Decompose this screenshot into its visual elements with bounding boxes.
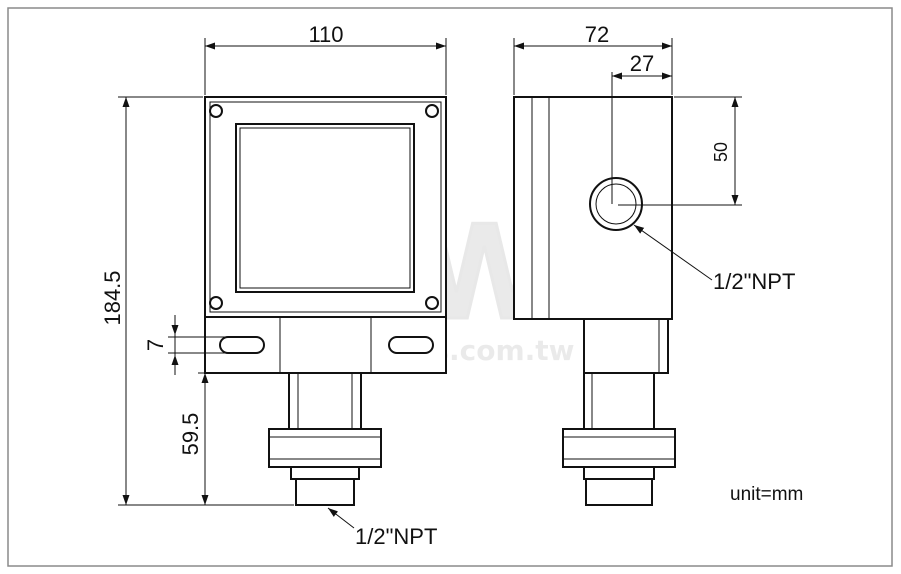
side-stem — [583, 318, 669, 374]
front-stem — [288, 372, 362, 430]
screw-bottom-right — [425, 296, 439, 310]
front-npt-fitting — [295, 478, 355, 506]
dim-front-width: 110 — [204, 22, 447, 95]
outer-border — [7, 7, 893, 567]
side-port-outer — [589, 177, 643, 231]
dim-lower-height: 59.5 — [178, 372, 288, 505]
front-window — [235, 123, 415, 293]
dim-slot-height: 7 — [143, 315, 238, 375]
dim-lower-height-label: 59.5 — [178, 413, 203, 456]
front-view — [204, 96, 447, 506]
callout-bottom-port-label: 1/2"NPT — [355, 524, 437, 549]
front-neck — [290, 466, 360, 480]
side-port-inner — [595, 183, 637, 225]
callout-side-port: 1/2"NPT — [633, 224, 795, 294]
front-hex-nut — [268, 428, 382, 468]
dim-total-height: 184.5 — [100, 96, 294, 506]
callout-side-port-label: 1/2"NPT — [713, 269, 795, 294]
side-npt-fitting — [585, 478, 653, 506]
side-view — [513, 96, 676, 506]
dim-port-offset-label: 27 — [630, 51, 654, 76]
callout-bottom-port: 1/2"NPT — [327, 507, 437, 549]
front-window-inner — [239, 127, 411, 289]
mount-slot-right — [388, 336, 434, 354]
dim-port-height-label: 50 — [711, 142, 731, 162]
dim-side-depth-label: 72 — [585, 22, 609, 47]
dim-front-width-label: 110 — [308, 22, 343, 47]
dim-port-offset: 27 — [611, 51, 672, 204]
dim-total-height-label: 184.5 — [100, 270, 125, 325]
dim-port-height: 50 — [618, 96, 742, 206]
front-housing-inner-edge — [209, 101, 442, 313]
side-lower-stem — [583, 372, 655, 430]
unit-note: unit=mm — [730, 484, 803, 505]
side-hex-nut — [562, 428, 676, 468]
screw-bottom-left — [209, 296, 223, 310]
screw-top-left — [209, 104, 223, 118]
dim-side-depth: 72 — [513, 22, 673, 95]
screw-top-right — [425, 104, 439, 118]
dim-slot-height-label: 7 — [143, 339, 168, 351]
side-neck — [583, 466, 655, 480]
mount-slot-left — [219, 336, 265, 354]
